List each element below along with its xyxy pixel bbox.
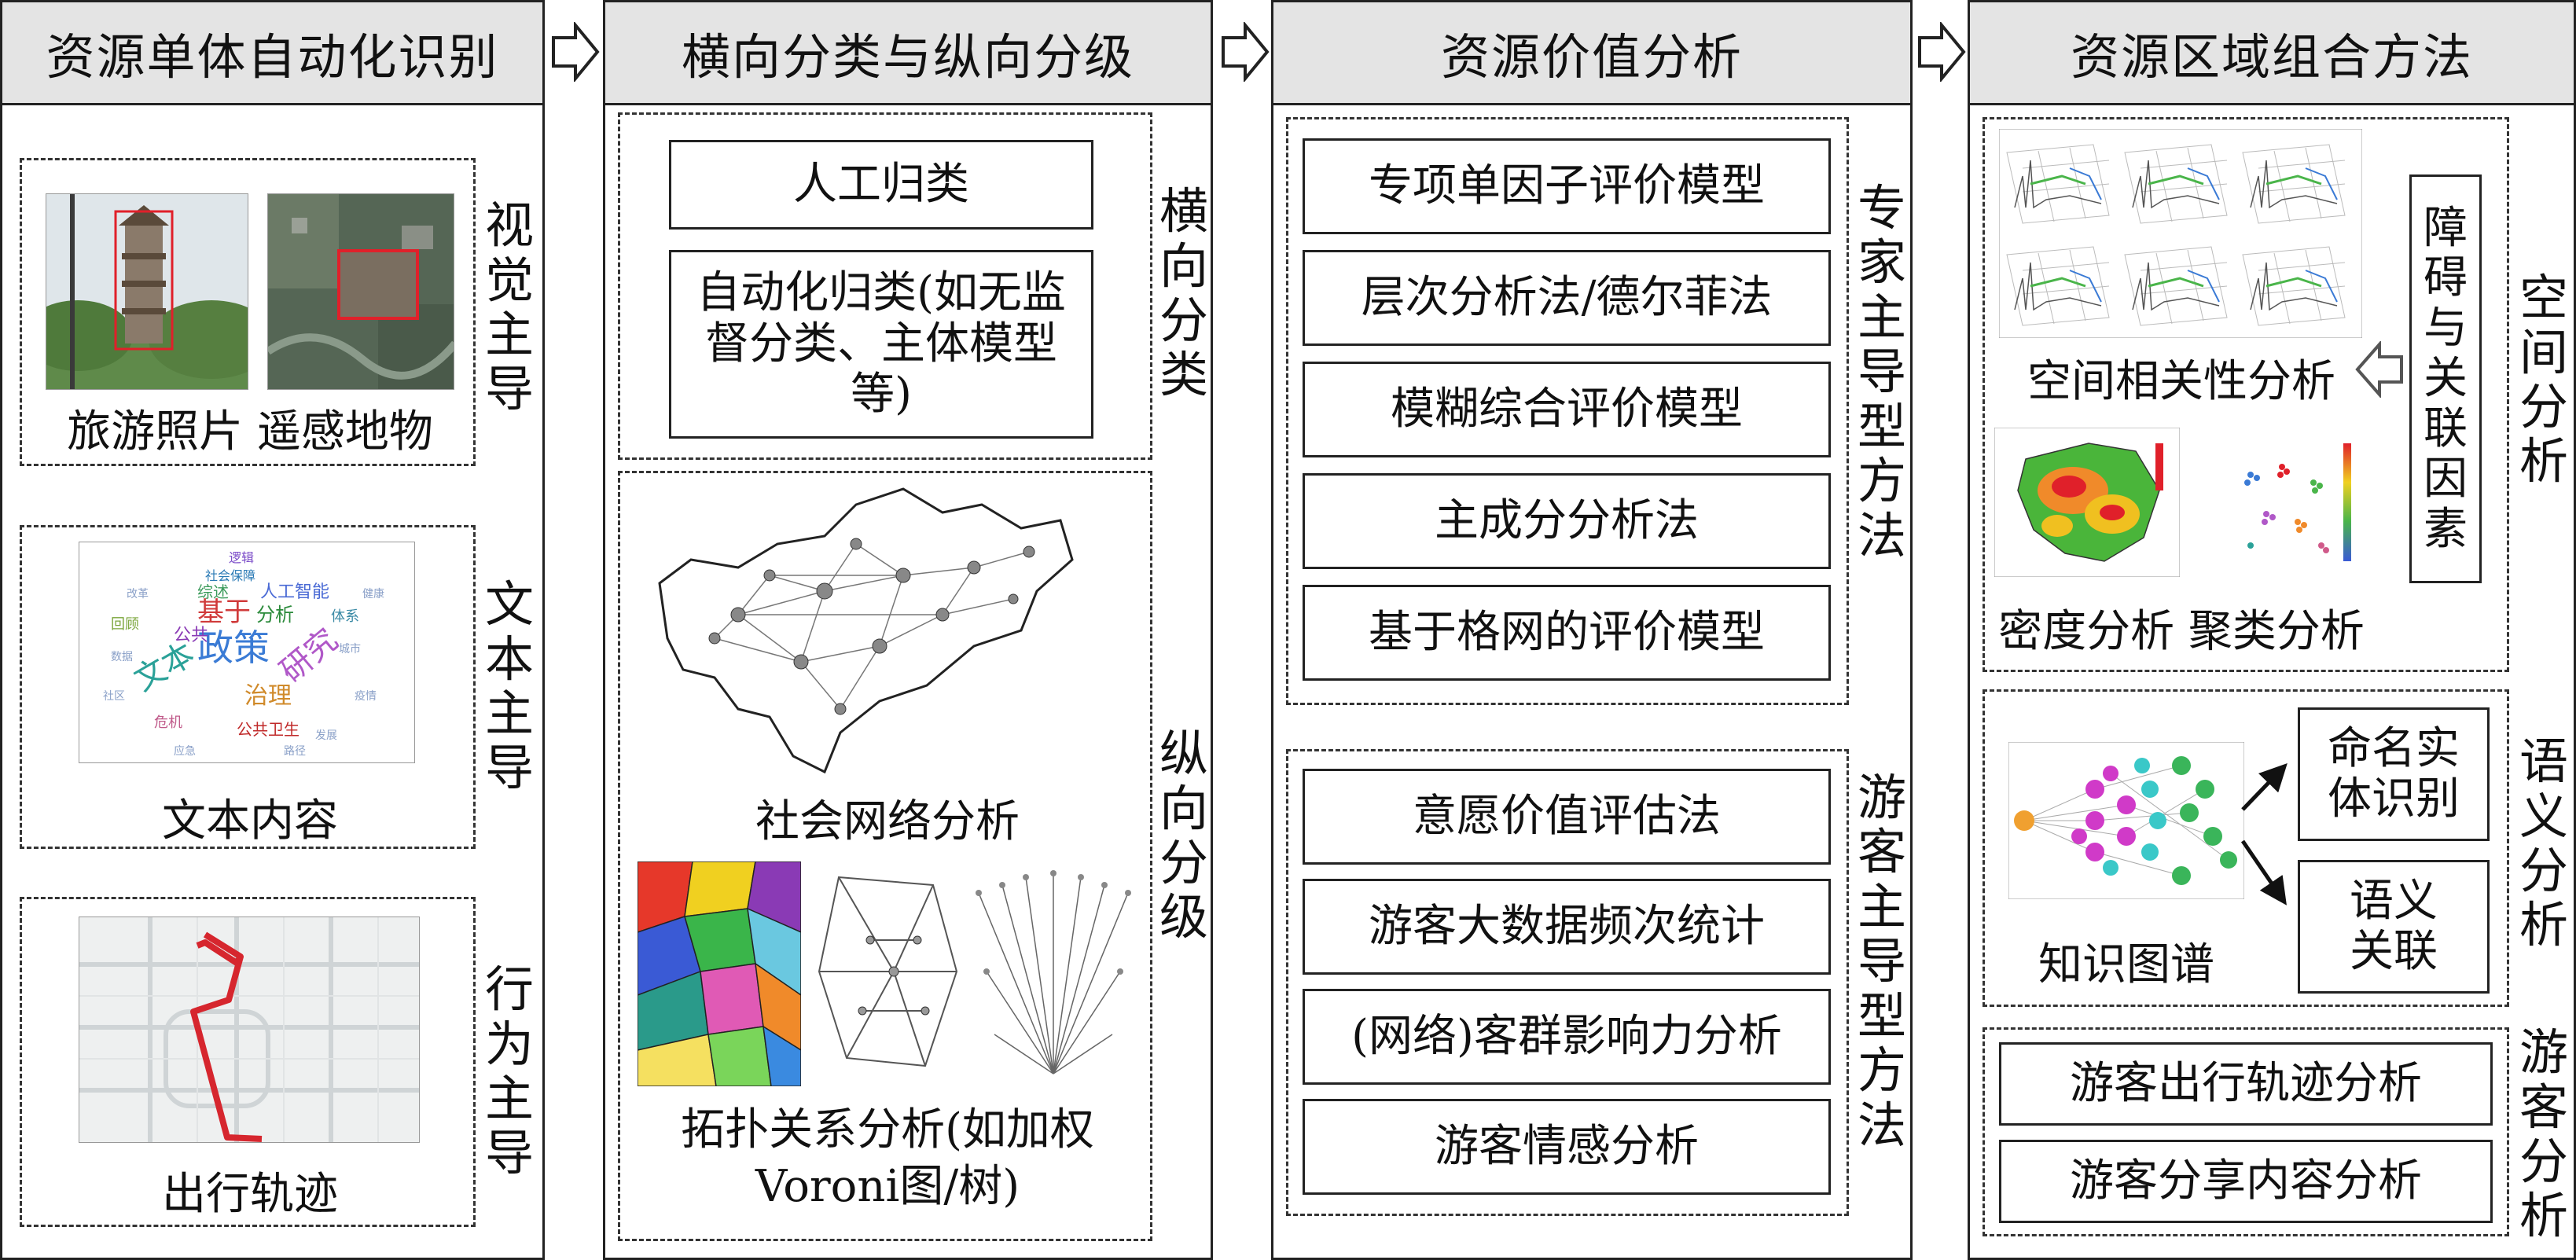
auto-classification-box: 自动化归类(如无监督分类、主体模型等) [669,250,1093,439]
tourism-photo [46,193,248,390]
spatial-analysis-label: 空间分析 [2519,269,2568,490]
social-network-map [658,487,1074,774]
left-arrow-icon [2355,341,2403,398]
dendrogram-diagram [971,861,1136,1086]
tourist-analysis-box: 游客分享内容分析 [1999,1140,2493,1223]
cloud-word: 政策 [197,626,270,669]
flow-arrow-icon [1918,22,1966,82]
svg-text:改革: 改革 [127,588,149,601]
flow-arrow-icon [552,22,600,82]
method-box: 基于格网的评价模型 [1303,585,1831,681]
word-cloud: 政策 文本 研究 基于 分析 治理 公共卫生 人工智能 综述 逻辑 社会保障 公… [79,542,415,763]
visual-dominant-label: 视觉主导 [484,197,534,418]
column-4: 资源区域组合方法 空间相关性分析 [1968,0,2576,1260]
manual-classification-box: 人工归类 [669,140,1093,230]
visual-caption: 旅游照片 遥感地物 [67,406,433,457]
cloud-word: 体系 [331,608,359,625]
horizontal-classification-group: 人工归类 自动化归类(如无监督分类、主体模型等) [618,112,1152,460]
column-3: 资源价值分析 专项单因子评价模型 层次分析法/德尔菲法 模糊综合评价模型 主成分… [1271,0,1913,1260]
svg-text:社区: 社区 [103,690,125,703]
spatial-correlation-plots [1999,129,2362,338]
column-1: 资源单体自动化识别 [0,0,545,1260]
svg-text:发展: 发展 [315,729,337,742]
voronoi-diagram [638,861,801,1086]
spatial-correlation-caption: 空间相关性分析 [2027,356,2335,407]
method-box: 意愿价值评估法 [1303,769,1831,865]
svg-text:数据: 数据 [111,651,133,663]
column-2-title: 横向分类与纵向分级 [605,2,1211,105]
svg-text:应急: 应急 [174,744,196,758]
social-network-caption: 社会网络分析 [755,796,1020,847]
cloud-word: 基于 [197,597,251,628]
column-3-title: 资源价值分析 [1273,2,1910,105]
method-box: 游客大数据频次统计 [1303,879,1831,975]
method-box: 层次分析法/德尔菲法 [1303,250,1831,346]
text-dominant-group: 政策 文本 研究 基于 分析 治理 公共卫生 人工智能 综述 逻辑 社会保障 公… [20,525,476,849]
tourist-analysis-group: 游客出行轨迹分析 游客分享内容分析 [1983,1027,2509,1236]
visual-dominant-group: 旅游照片 遥感地物 [20,158,476,466]
cloud-word: 公共卫生 [237,720,299,739]
cloud-word: 治理 [244,682,292,710]
behavior-dominant-group: 出行轨迹 [20,897,476,1227]
svg-text:健康: 健康 [362,587,384,601]
cloud-word: 人工智能 [260,582,329,602]
cloud-word: 社会保障 [205,568,255,583]
text-caption: 文本内容 [162,795,338,847]
tourist-methods-label: 游客主导型方法 [1857,768,1906,1154]
semantic-analysis-group: 知识图谱 命名实体识别 语义关联 [1983,689,2509,1007]
expert-methods-group: 专项单因子评价模型 层次分析法/德尔菲法 模糊综合评价模型 主成分分析法 基于格… [1286,117,1849,705]
knowledge-graph-caption: 知识图谱 [2038,939,2214,990]
vertical-grading-label: 纵向分级 [1159,725,1208,946]
cloud-word: 分析 [256,604,294,626]
topology-caption-line2: Voroni图/树) [755,1161,1020,1212]
flow-arrow-icon [1222,22,1270,82]
column-1-title: 资源单体自动化识别 [2,2,542,105]
text-dominant-label: 文本主导 [484,575,534,797]
behavior-dominant-label: 行为主导 [484,961,534,1182]
column-4-title: 资源区域组合方法 [1970,2,2574,105]
cloud-word: 公共 [174,626,208,645]
spatial-analysis-group: 空间相关性分析 密度分析 聚类分析 [1983,117,2509,672]
cluster-plot [2219,428,2361,577]
method-box: 游客情感分析 [1303,1099,1831,1195]
tourist-analysis-box: 游客出行轨迹分析 [1999,1042,2493,1126]
knowledge-graph [2008,742,2244,899]
density-map [1994,428,2180,577]
horizontal-classification-label: 横向分类 [1159,182,1208,404]
method-box: 模糊综合评价模型 [1303,362,1831,457]
method-box: (网络)客群影响力分析 [1303,989,1831,1085]
vertical-grading-group: 社会网络分析 [618,471,1152,1241]
remote-sensing-image [267,193,454,390]
semantic-relation-box: 语义关联 [2298,860,2490,994]
trajectory-caption: 出行轨迹 [162,1169,338,1220]
method-box: 专项单因子评价模型 [1303,138,1831,234]
obstacle-factor-box: 障碍与关联因素 [2409,174,2482,583]
cloud-word: 综述 [197,582,229,601]
trajectory-map [79,917,420,1143]
cloud-word: 研究 [274,622,345,690]
semantic-analysis-label: 语义分析 [2519,733,2568,954]
svg-text:路径: 路径 [284,745,306,758]
density-cluster-caption: 密度分析 聚类分析 [1998,606,2365,657]
method-box: 主成分分析法 [1303,473,1831,569]
tourist-analysis-label: 游客分析 [2519,1023,2568,1245]
cloud-word: 逻辑 [229,550,254,565]
topology-tree-diagram [807,861,968,1086]
ner-box: 命名实体识别 [2298,707,2490,841]
svg-text:城市: 城市 [339,642,361,656]
branch-arrows-icon [2240,762,2288,906]
svg-text:疫情: 疫情 [355,690,377,703]
cloud-word: 危机 [154,714,182,731]
expert-methods-label: 专家主导型方法 [1857,178,1906,564]
topology-caption-line1: 拓扑关系分析(如加权 [681,1104,1094,1155]
cloud-word: 回顾 [111,616,139,633]
column-2: 横向分类与纵向分级 人工归类 自动化归类(如无监督分类、主体模型等) 横向分类 [603,0,1213,1260]
tourist-methods-group: 意愿价值评估法 游客大数据频次统计 (网络)客群影响力分析 游客情感分析 [1286,749,1849,1216]
